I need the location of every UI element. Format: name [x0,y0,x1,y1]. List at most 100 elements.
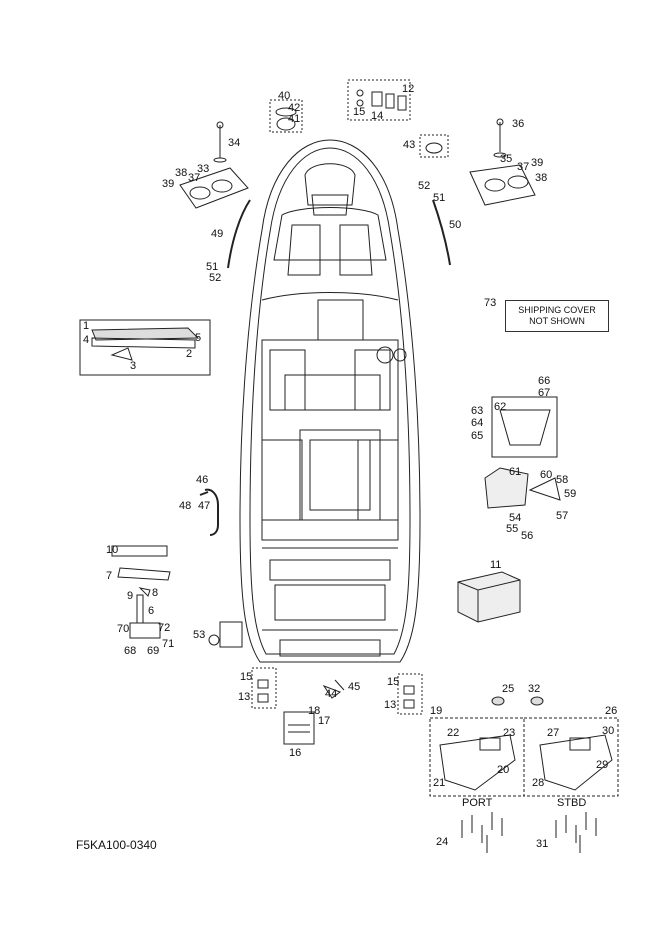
callout-33: 33 [197,163,209,175]
hatch-panel-right [469,118,536,206]
callout-52: 52 [418,180,430,192]
callout-51-right: 51 [433,192,445,204]
callout-41: 41 [288,113,300,125]
port-label: PORT [462,797,493,809]
callout-20: 20 [497,764,509,776]
callout-66: 66 [538,375,550,387]
callout-39-right: 39 [531,157,543,169]
shipping-cover-note: SHIPPING COVER NOT SHOWN [505,300,609,332]
callout-28: 28 [532,777,544,789]
callout-11: 11 [490,559,501,571]
callout-71: 71 [162,638,174,650]
callout-21: 21 [433,777,445,789]
callout-15-right: 15 [387,676,399,688]
callout-17: 17 [318,715,330,727]
callout-1: 1 [83,320,89,332]
callout-15: 15 [353,106,365,118]
clips-right [397,673,423,715]
clips-left [251,667,277,709]
callout-14: 14 [371,110,383,122]
callout-37-right: 37 [517,161,529,173]
callout-47: 47 [198,500,210,512]
callout-58: 58 [556,474,568,486]
callout-62: 62 [494,401,506,413]
seat-frame [484,396,561,509]
stbd-label: STBD [557,797,587,809]
callout-4: 4 [83,334,89,346]
callout-38: 38 [175,167,187,179]
callout-63: 63 [471,405,483,417]
diagram-code: F5KA100-0340 [76,838,157,852]
callout-39: 39 [162,178,174,190]
step-16 [283,711,315,745]
callout-labels: 1 2 3 4 5 6 7 8 9 10 11 12 13 14 15 16 1… [83,83,617,850]
note-line-1: SHIPPING COVER [518,305,596,315]
callout-68: 68 [124,645,136,657]
callout-27: 27 [547,727,559,739]
callout-12: 12 [402,83,414,95]
callout-13-right: 13 [384,699,396,711]
callout-32: 32 [528,683,540,695]
callout-34: 34 [228,137,240,149]
callout-19: 19 [430,705,442,717]
callout-30: 30 [602,725,614,737]
latch-assembly [347,79,411,121]
swim-platforms [429,717,619,797]
bolts [461,812,597,853]
callout-57: 57 [556,510,568,522]
callout-10: 10 [106,544,118,556]
callout-59: 59 [564,488,576,500]
ladder-parts [111,545,171,639]
callout-2: 2 [186,348,192,360]
grab-handle [199,488,219,536]
callout-3: 3 [130,360,136,372]
callout-18: 18 [308,705,320,717]
callout-22: 22 [447,727,459,739]
gas-struts [227,199,451,269]
fitting-43 [419,134,449,158]
callout-61: 61 [509,466,521,478]
cooler [457,571,521,623]
cup-holder [269,99,303,133]
callout-70: 70 [117,623,129,635]
callout-24: 24 [436,836,448,848]
callout-25: 25 [502,683,514,695]
fastener-44 [322,679,345,699]
callout-23: 23 [503,727,515,739]
callout-73: 73 [484,297,496,309]
callout-72: 72 [158,622,170,634]
callout-65: 65 [471,430,483,442]
boat-hull [239,139,421,663]
callout-51: 51 [206,261,218,273]
callout-37: 37 [188,172,200,184]
callout-64: 64 [471,417,483,429]
callout-16: 16 [289,747,301,759]
callout-31: 31 [536,838,548,850]
callout-5: 5 [195,332,201,344]
callout-50: 50 [449,219,461,231]
callout-55: 55 [506,523,518,535]
callout-52-left: 52 [209,272,221,284]
callout-15-left: 15 [240,671,252,683]
callout-45: 45 [348,681,360,693]
knobs [491,696,544,706]
callout-56: 56 [521,530,533,542]
callout-36: 36 [512,118,524,130]
callout-35: 35 [500,153,512,165]
callout-60: 60 [540,469,552,481]
callout-7: 7 [106,570,112,582]
callout-42: 42 [288,102,300,114]
callout-48: 48 [179,500,191,512]
callout-67: 67 [538,387,550,399]
callout-9: 9 [127,590,133,602]
callout-49: 49 [211,228,223,240]
callout-13: 13 [238,691,250,703]
callout-46: 46 [196,474,208,486]
note-line-2: NOT SHOWN [529,316,585,326]
callout-6: 6 [148,605,154,617]
callout-43: 43 [403,139,415,151]
callout-26: 26 [605,705,617,717]
callout-29: 29 [596,759,608,771]
callout-38-right: 38 [535,172,547,184]
